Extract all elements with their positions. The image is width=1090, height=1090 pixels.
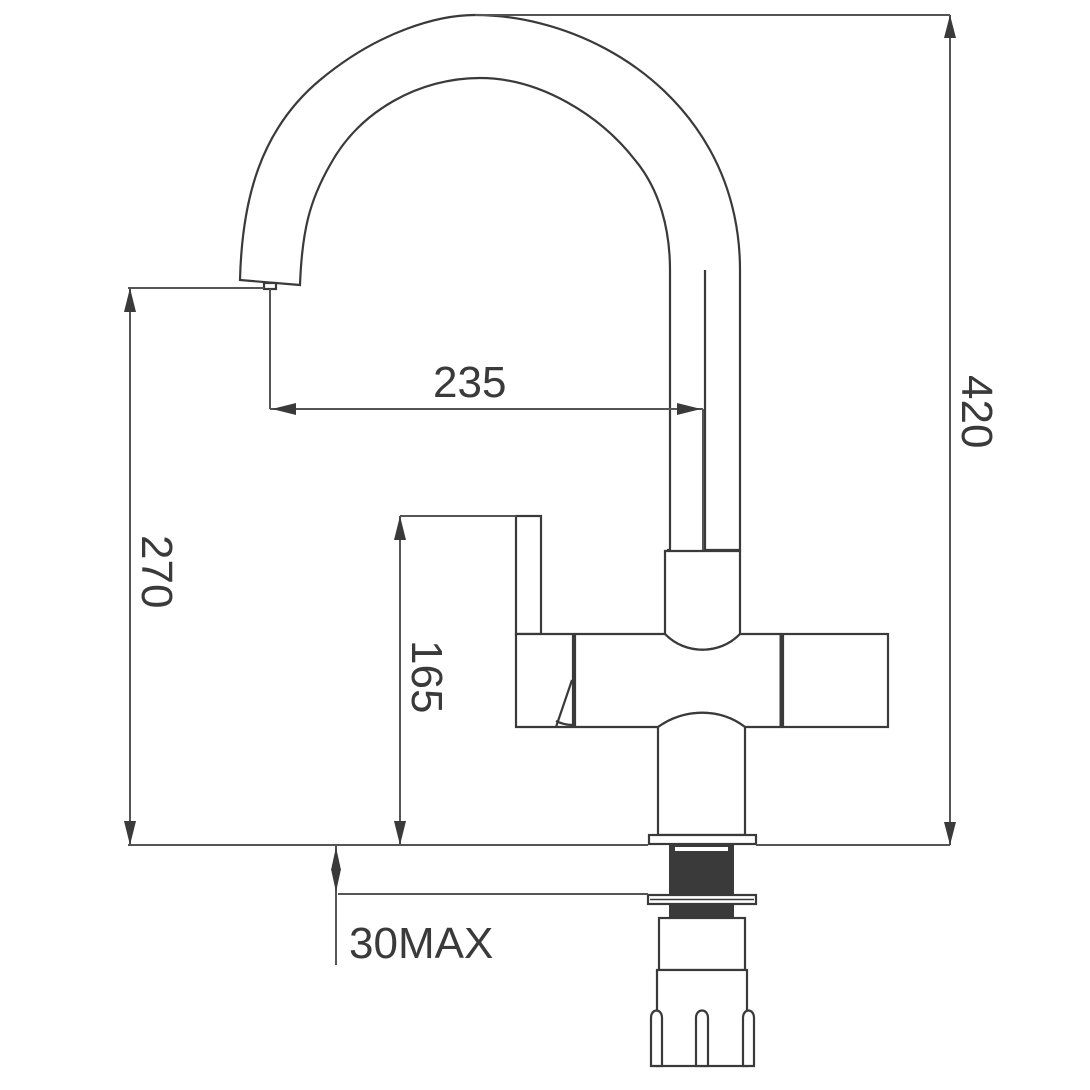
dimension-label-270: 270 xyxy=(132,535,181,608)
base-flange xyxy=(647,833,758,846)
lock-nut xyxy=(646,893,758,906)
left-handle xyxy=(514,514,575,729)
swivel-collar xyxy=(663,549,742,651)
dimension-165: 165 xyxy=(394,515,516,845)
deck-lines xyxy=(128,844,950,895)
gooseneck-spout xyxy=(238,13,742,572)
dimension-label-235: 235 xyxy=(433,358,506,407)
dimension-label-30max: 30MAX xyxy=(349,919,493,968)
mounting-shank xyxy=(669,844,734,921)
dimension-30max: 30MAX xyxy=(331,845,493,968)
dimension-270: 270 xyxy=(124,287,264,845)
base-column xyxy=(656,711,747,837)
faucet-body xyxy=(571,632,783,729)
right-handle xyxy=(781,632,890,729)
dimension-label-420: 420 xyxy=(952,375,1001,448)
connector-sleeve xyxy=(649,916,756,1068)
dimension-235: 235 xyxy=(269,289,704,550)
dimension-420: 420 xyxy=(475,14,1001,845)
dimension-label-165: 165 xyxy=(402,640,451,713)
